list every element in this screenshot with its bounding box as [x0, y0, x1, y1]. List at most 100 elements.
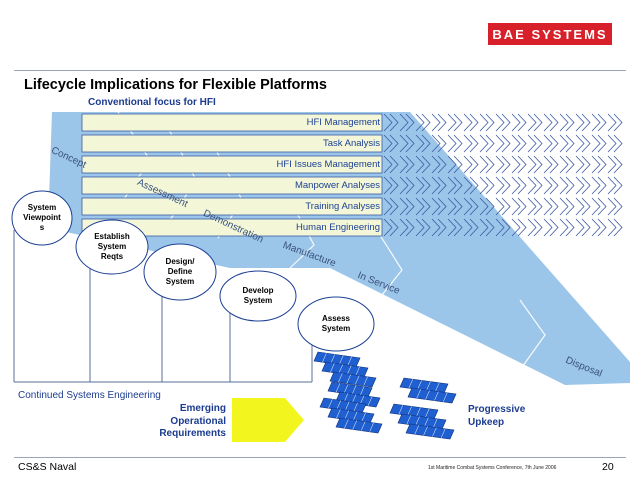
band-chevron — [405, 197, 415, 216]
band-chevron — [479, 134, 489, 153]
band-chevron — [405, 113, 415, 132]
band-chevron — [597, 155, 607, 174]
band-chevron — [549, 113, 559, 132]
band-chevron — [559, 155, 569, 174]
band-chevron — [581, 197, 591, 216]
ship-icon — [407, 387, 457, 404]
band-chevron — [597, 176, 607, 195]
band-chevron — [437, 134, 447, 153]
band-chevron — [447, 113, 457, 132]
band-chevron — [405, 134, 415, 153]
band-chevron — [399, 113, 409, 132]
stage-label-line: Reqts — [100, 252, 124, 261]
title-divider — [14, 70, 626, 71]
band-chevron — [389, 155, 399, 174]
band-chevron — [565, 218, 575, 237]
band-chevron — [511, 113, 521, 132]
band-chevron — [543, 176, 553, 195]
band-chevron — [389, 113, 399, 132]
band-chevron — [549, 134, 559, 153]
band-chevron — [469, 155, 479, 174]
ship-icon — [335, 417, 383, 434]
band-chevron — [511, 155, 521, 174]
band-chevron — [383, 113, 393, 132]
band-chevron — [463, 155, 473, 174]
band-chevron — [597, 218, 607, 237]
band-chevron — [543, 155, 553, 174]
band-chevron — [549, 218, 559, 237]
band-chevron — [597, 134, 607, 153]
emerging-arrow — [232, 398, 304, 442]
band-chevron — [447, 197, 457, 216]
band-chevron — [447, 134, 457, 153]
band-chevron — [415, 134, 425, 153]
band-chevron — [399, 134, 409, 153]
hfi-band — [81, 113, 383, 132]
stage-label-line: System — [243, 296, 273, 305]
band-chevron — [565, 197, 575, 216]
stage-label-line: Develop — [242, 286, 274, 295]
band-chevron — [389, 218, 399, 237]
band-chevron — [597, 197, 607, 216]
stage-ellipse — [11, 190, 73, 246]
footer-org: CS&S Naval — [18, 461, 77, 473]
band-chevron — [437, 113, 447, 132]
band-chevron — [517, 218, 527, 237]
band-chevron — [501, 155, 511, 174]
band-chevron — [527, 197, 537, 216]
progressive-upkeep-label: Progressive Upkeep — [468, 403, 525, 429]
band-chevron — [437, 218, 447, 237]
band-chevron — [501, 218, 511, 237]
band-chevron — [613, 218, 623, 237]
band-chevron — [405, 218, 415, 237]
band-chevron — [543, 134, 553, 153]
stage-label-line: Design/ — [165, 257, 195, 266]
band-chevron — [591, 113, 601, 132]
band-chevron — [511, 176, 521, 195]
band-chevron — [383, 134, 393, 153]
emerging-line-3: Requirements — [159, 428, 226, 439]
band-chevron — [485, 197, 495, 216]
band-chevron — [549, 176, 559, 195]
band-chevron — [575, 176, 585, 195]
band-chevron — [559, 218, 569, 237]
band-chevron — [495, 113, 505, 132]
band-chevron — [591, 197, 601, 216]
band-chevron — [581, 176, 591, 195]
band-chevron — [533, 155, 543, 174]
band-chevron — [607, 218, 617, 237]
band-chevron — [613, 197, 623, 216]
band-chevron — [383, 197, 393, 216]
hfi-band — [81, 134, 383, 153]
band-chevron — [463, 134, 473, 153]
band-chevron — [463, 176, 473, 195]
band-chevron — [591, 155, 601, 174]
band-chevron — [549, 155, 559, 174]
band-chevron — [453, 155, 463, 174]
band-chevron — [549, 197, 559, 216]
band-chevron — [559, 197, 569, 216]
band-chevron — [415, 197, 425, 216]
band-chevron — [613, 155, 623, 174]
band-chevron — [517, 155, 527, 174]
emerging-line-2: Operational — [170, 415, 226, 427]
band-chevron — [479, 218, 489, 237]
band-chevron — [527, 218, 537, 237]
ship-icons — [313, 351, 457, 440]
band-chevron — [399, 197, 409, 216]
band-chevron — [613, 113, 623, 132]
conventional-focus-label: Conventional focus for HFI — [88, 97, 216, 108]
band-chevron — [415, 218, 425, 237]
stage-label-line: System — [321, 324, 351, 333]
band-chevron — [469, 176, 479, 195]
stage-label-line: System — [27, 203, 57, 212]
stage-label-line: System — [97, 242, 127, 251]
band-chevron — [469, 134, 479, 153]
band-chevron — [581, 113, 591, 132]
band-chevron — [501, 134, 511, 153]
band-chevron — [597, 113, 607, 132]
stage-label-line: System — [165, 277, 195, 286]
